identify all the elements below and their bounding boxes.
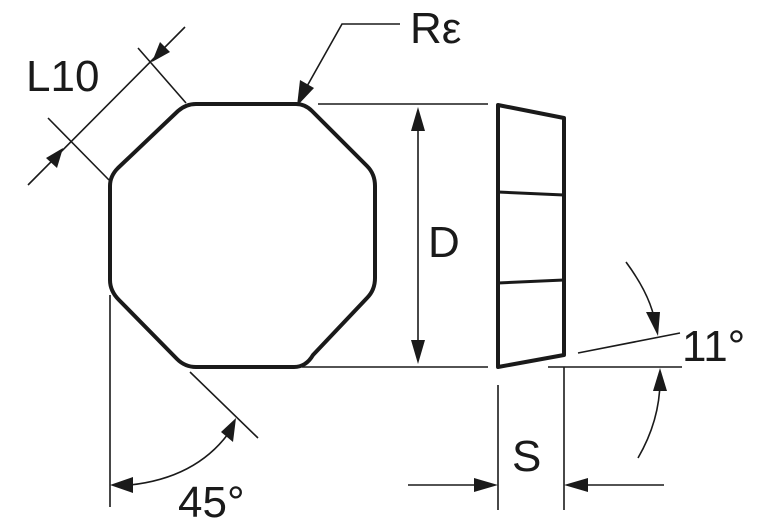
corner-angle-label: 45°: [178, 478, 245, 523]
arrowhead: [46, 148, 63, 168]
side-view-segment-line: [497, 278, 565, 285]
thickness-label: S: [512, 432, 541, 481]
arrowhead: [152, 42, 170, 62]
arrowhead: [411, 340, 425, 364]
arrowhead: [564, 478, 588, 492]
corner-radius-callout: Rε: [297, 4, 461, 106]
octagon-outline: [108, 102, 377, 369]
arrowhead: [297, 80, 314, 106]
reference-line: [577, 332, 681, 354]
extension-line: [189, 371, 259, 439]
extension-line: [47, 117, 110, 181]
corner-angle-dimension: 45°: [109, 295, 259, 523]
leader-line: [305, 23, 400, 89]
corner-radius-label: Rε: [410, 4, 461, 53]
arrowhead: [221, 418, 236, 442]
octagon-insert-top-view: [108, 102, 377, 369]
angle-arc: [129, 433, 229, 486]
edge-length-label: L10: [26, 52, 99, 101]
clearance-angle-dimension: 11°: [548, 261, 745, 459]
extension-line: [137, 47, 187, 104]
side-view-segment-line: [497, 190, 565, 197]
angle-arc: [637, 379, 661, 459]
diameter-dimension: D: [302, 103, 488, 368]
diameter-label: D: [428, 218, 460, 267]
arrowhead: [474, 478, 498, 492]
thickness-dimension: S: [408, 367, 664, 510]
arrowhead: [653, 368, 667, 391]
arrowhead: [646, 312, 660, 336]
insert-side-view: [496, 103, 566, 369]
edge-length-dimension: L10: [26, 26, 187, 186]
side-view-outline: [496, 103, 566, 369]
clearance-angle-label: 11°: [682, 322, 745, 371]
arrowhead: [110, 477, 133, 493]
arrowhead: [411, 107, 425, 131]
